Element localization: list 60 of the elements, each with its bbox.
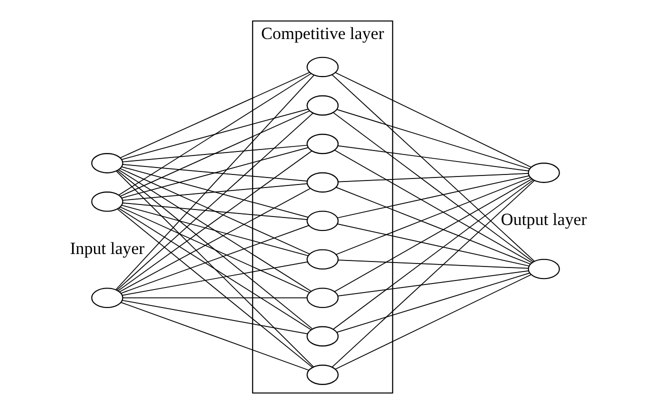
connector (118, 208, 312, 330)
node-circle (306, 364, 339, 385)
connector (120, 206, 310, 293)
node-circle (91, 192, 124, 212)
connector (336, 109, 530, 170)
connector (117, 170, 313, 330)
node-circle (306, 210, 339, 232)
connector (120, 225, 310, 294)
connector (120, 168, 310, 254)
connector (120, 110, 310, 197)
label: Output layer (500, 210, 587, 229)
connector (115, 74, 314, 290)
node-circle (91, 153, 124, 174)
connector (122, 202, 308, 220)
connector (116, 170, 314, 368)
connector (122, 164, 308, 182)
node-circle (306, 326, 339, 346)
connector (338, 260, 529, 269)
node-circle (306, 288, 339, 308)
connector (120, 72, 310, 158)
connector (120, 302, 310, 371)
label: Input layer (70, 238, 145, 258)
connector (121, 166, 309, 218)
connector (335, 274, 532, 370)
connector (117, 208, 313, 368)
connector (116, 112, 314, 290)
connector (332, 112, 534, 262)
connector (332, 180, 535, 368)
node-circle (306, 249, 339, 270)
connector (121, 204, 309, 256)
connector (122, 261, 308, 296)
connector (334, 150, 532, 264)
connector (122, 297, 308, 298)
node-circle (91, 288, 124, 308)
connector (336, 177, 531, 255)
node-circle (306, 134, 339, 154)
connector (121, 108, 309, 160)
connector (336, 272, 530, 333)
connector (338, 270, 530, 296)
connector (122, 183, 308, 201)
connector (338, 145, 530, 172)
node-circle (306, 56, 339, 78)
node-circle (528, 162, 560, 183)
connector (119, 188, 310, 292)
connector (336, 186, 531, 264)
node-circle (306, 95, 339, 116)
connector (338, 173, 529, 182)
connector (118, 73, 312, 196)
connector (332, 74, 535, 262)
connector (122, 144, 308, 162)
node-circle (306, 172, 339, 193)
node-circle (528, 258, 560, 280)
connector (336, 223, 530, 266)
cluster: Competitive layer (252, 20, 394, 394)
connector (335, 72, 532, 168)
connector (121, 147, 309, 198)
connector (336, 175, 530, 218)
connector (332, 180, 534, 330)
connector (122, 300, 308, 334)
connector (334, 178, 532, 292)
